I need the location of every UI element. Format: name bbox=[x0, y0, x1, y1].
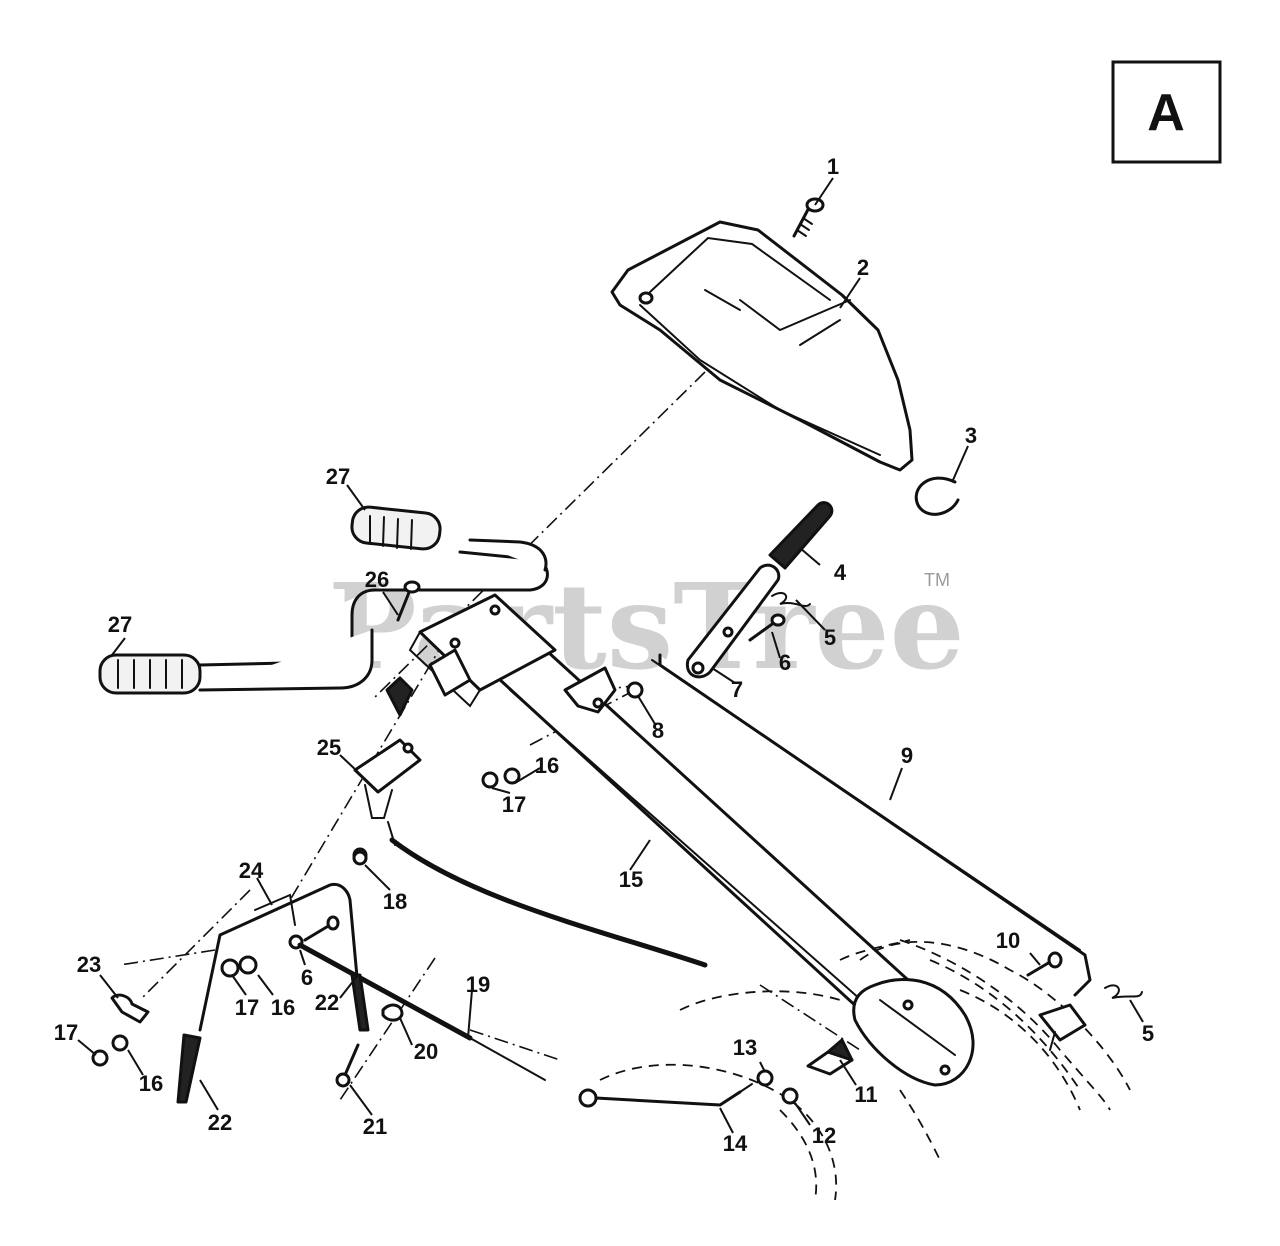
callout-27-upper: 27 bbox=[326, 464, 350, 489]
callout-6-upper: 6 bbox=[779, 650, 791, 675]
callout-20: 20 bbox=[414, 1039, 438, 1064]
callout-16-left: 16 bbox=[271, 995, 295, 1020]
leader-lines bbox=[77, 177, 1144, 1134]
shield-cover bbox=[610, 220, 914, 472]
callout-4: 4 bbox=[834, 560, 847, 585]
mount-plate bbox=[852, 978, 975, 1087]
cotter-pin-lower bbox=[1104, 984, 1143, 999]
bolt-10 bbox=[1026, 951, 1063, 977]
callout-5-upper: 5 bbox=[824, 625, 836, 650]
callout-17-left: 17 bbox=[235, 995, 259, 1020]
handle-grip-upper bbox=[350, 505, 442, 551]
callout-14: 14 bbox=[723, 1131, 748, 1156]
lower-linkage bbox=[198, 882, 362, 1032]
handle-grip-lower bbox=[98, 653, 202, 695]
callout-22-lower: 22 bbox=[208, 1110, 232, 1135]
handle-tube bbox=[496, 650, 932, 1032]
lever-grip bbox=[768, 501, 834, 570]
callout-6-lower: 6 bbox=[301, 965, 313, 990]
side-bracket bbox=[563, 666, 644, 714]
callout-25: 25 bbox=[317, 735, 341, 760]
nut-17-mid bbox=[481, 771, 499, 789]
callout-9: 9 bbox=[901, 743, 913, 768]
bolt-26 bbox=[396, 580, 421, 622]
depth-rod bbox=[651, 653, 1092, 997]
callout-13: 13 bbox=[733, 1035, 757, 1060]
bolt-6-lower bbox=[303, 915, 340, 942]
callout-24: 24 bbox=[239, 858, 264, 883]
threaded-rod bbox=[297, 942, 546, 1081]
callout-19: 19 bbox=[466, 972, 490, 997]
callout-5-lower: 5 bbox=[1142, 1021, 1154, 1046]
callout-21: 21 bbox=[363, 1114, 387, 1139]
callout-3: 3 bbox=[965, 423, 977, 448]
fork-bracket bbox=[1038, 1003, 1087, 1051]
cotter-pin-upper bbox=[771, 592, 811, 607]
nut-18 bbox=[352, 850, 368, 866]
knob-11 bbox=[806, 1038, 854, 1076]
shift-lever bbox=[578, 1083, 753, 1108]
nut-12 bbox=[781, 1087, 799, 1105]
nut-17-lower bbox=[91, 1049, 109, 1067]
callout-23: 23 bbox=[77, 952, 101, 977]
washer-16-lower bbox=[111, 1034, 129, 1052]
washer-13 bbox=[756, 1069, 774, 1087]
control-cable bbox=[389, 837, 708, 968]
handle-bracket bbox=[408, 593, 557, 708]
watermark-trademark: TM bbox=[924, 570, 950, 590]
callout-15: 15 bbox=[619, 867, 643, 892]
callout-18: 18 bbox=[383, 889, 407, 914]
section-letter: A bbox=[1147, 84, 1185, 142]
callout-11: 11 bbox=[854, 1082, 877, 1107]
callout-16-mid: 16 bbox=[535, 753, 559, 778]
washer-16-mid bbox=[503, 767, 521, 785]
callouts: 1 2 3 4 5 6 7 8 9 10 5 11 12 13 14 15 16… bbox=[54, 154, 1154, 1156]
bolt-6-upper bbox=[748, 613, 786, 642]
cable-end bbox=[387, 821, 396, 846]
callout-27-lower: 27 bbox=[108, 612, 132, 637]
clip-23 bbox=[110, 993, 150, 1024]
section-label-box: A bbox=[1111, 60, 1222, 164]
retaining-ring bbox=[914, 476, 960, 516]
callout-16-lower: 16 bbox=[139, 1071, 163, 1096]
handlebar bbox=[198, 538, 549, 692]
callout-12: 12 bbox=[812, 1123, 836, 1148]
callout-2: 2 bbox=[857, 255, 869, 280]
callout-1: 1 bbox=[827, 154, 839, 179]
cable-bracket bbox=[352, 676, 422, 863]
callout-17-mid: 17 bbox=[502, 792, 526, 817]
callout-8: 8 bbox=[652, 718, 664, 743]
callout-26: 26 bbox=[365, 567, 389, 592]
clip-20 bbox=[381, 1003, 404, 1022]
callout-17-lower: 17 bbox=[54, 1020, 78, 1045]
callout-22-upper: 22 bbox=[315, 990, 339, 1015]
lever-arm bbox=[685, 563, 781, 679]
screw bbox=[792, 197, 825, 238]
callout-10: 10 bbox=[996, 928, 1020, 953]
spring-lower bbox=[176, 1033, 202, 1104]
bolt-21 bbox=[335, 1043, 360, 1088]
callout-7: 7 bbox=[731, 677, 743, 702]
